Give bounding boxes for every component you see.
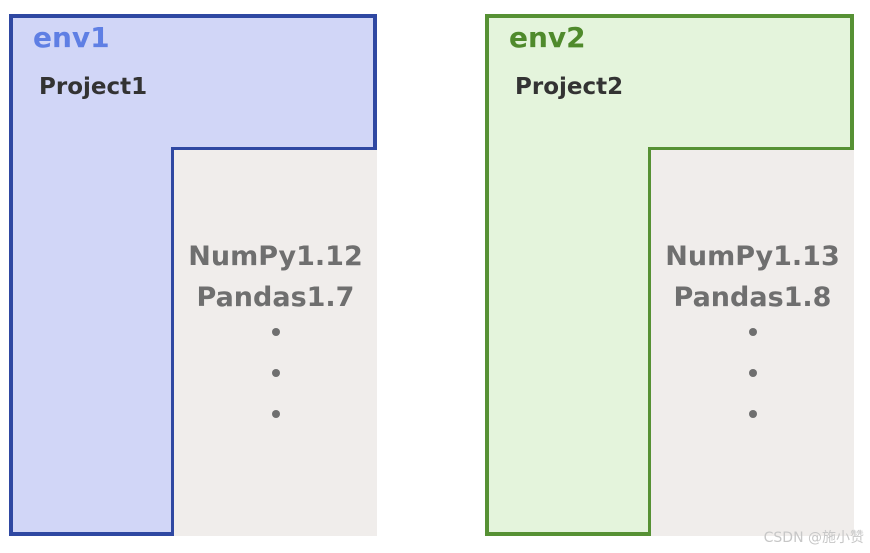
env2-container: env2 Project2 NumPy1.13 Pandas1.8: [485, 14, 854, 536]
env2-ellipsis-dots: [651, 328, 854, 451]
env1-library-box: NumPy1.12 Pandas1.7: [171, 147, 377, 536]
env2-library-pandas: Pandas1.8: [673, 282, 832, 313]
ellipsis-dot: [271, 410, 280, 418]
env1-library-numpy: NumPy1.12: [188, 241, 363, 272]
env2-library-list: NumPy1.13 Pandas1.8: [651, 236, 854, 318]
ellipsis-dot: [748, 369, 757, 377]
project1-title: Project1: [39, 74, 148, 100]
env1-container: env1 Project1 NumPy1.12 Pandas1.7: [9, 14, 377, 536]
ellipsis-dot: [271, 369, 280, 377]
watermark: CSDN @施小赞: [763, 530, 864, 546]
project2-title: Project2: [515, 74, 624, 100]
env1-title: env1: [33, 21, 110, 54]
ellipsis-dot: [748, 410, 757, 418]
env2-title: env2: [509, 21, 586, 54]
env1-library-pandas: Pandas1.7: [196, 282, 355, 313]
ellipsis-dot: [748, 328, 757, 336]
env1-library-list: NumPy1.12 Pandas1.7: [174, 236, 377, 318]
env2-library-box: NumPy1.13 Pandas1.8: [648, 147, 854, 536]
ellipsis-dot: [271, 328, 280, 336]
env2-library-numpy: NumPy1.13: [665, 241, 840, 272]
env1-ellipsis-dots: [174, 328, 377, 451]
